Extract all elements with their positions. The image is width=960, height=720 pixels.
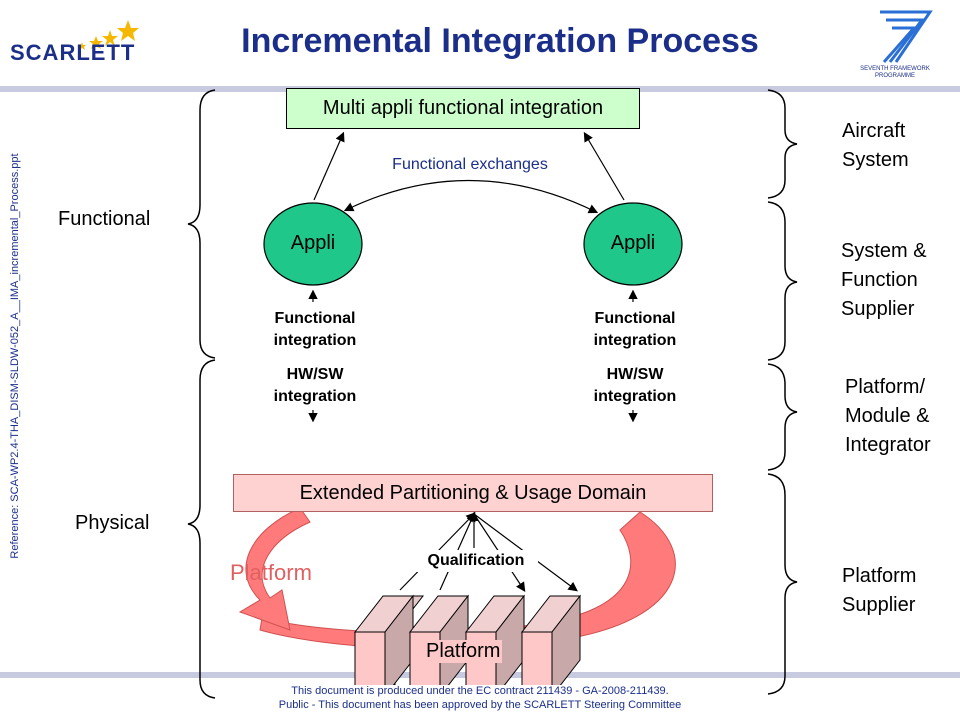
hwsw-integration-right: HW/SW integration	[593, 366, 677, 405]
scarlett-logo: SCARLETT	[10, 40, 136, 65]
functional-integration-right: Functional integration	[593, 310, 677, 349]
platform-integrator-brace	[767, 363, 798, 471]
functional-exchanges-arrow	[343, 179, 599, 214]
footer-line-2: Public - This document has been approved…	[276, 699, 684, 711]
hwsw-integration-left: HW/SW integration	[273, 366, 357, 405]
functional-brace	[187, 89, 216, 359]
physical-label: Physical	[75, 512, 150, 534]
platform-supplier-label: Platform Supplier	[842, 565, 917, 616]
stars-icon	[78, 20, 139, 50]
functional-label: Functional	[58, 208, 151, 230]
page-title: Incremental Integration Process	[241, 22, 759, 60]
platform-cycle-arrow	[259, 511, 676, 650]
appli-right: Appli	[610, 232, 656, 254]
functional-integration-left: Functional integration	[273, 310, 357, 349]
footer-line-1: This document is produced under the EC c…	[289, 685, 671, 697]
appli-left: Appli	[290, 232, 336, 254]
fp7-logo-text: SEVENTH FRAMEWORK PROGRAMME	[860, 66, 930, 79]
system-function-supplier-label: System & Function Supplier	[841, 240, 927, 320]
fp7-logo-icon	[880, 10, 933, 63]
platform-modules-label: Platform	[424, 640, 503, 663]
physical-brace	[187, 359, 216, 699]
platform-integrator-label: Platform/ Module & Integrator	[845, 376, 931, 456]
qualification-label: Qualification	[414, 550, 538, 572]
system-supplier-brace	[767, 201, 798, 361]
platform-supplier-brace	[767, 473, 798, 695]
aircraft-brace	[767, 89, 798, 199]
aircraft-system-label: Aircraft System	[842, 120, 909, 171]
partitioning-domain-box: Extended Partitioning & Usage Domain	[233, 474, 713, 512]
functional-exchanges-label: Functional exchanges	[392, 156, 548, 173]
platform-arrow-label: Platform	[230, 560, 312, 585]
multi-appli-box: Multi appli functional integration	[286, 88, 640, 129]
platform-cycle-arrow-tail	[238, 507, 311, 631]
